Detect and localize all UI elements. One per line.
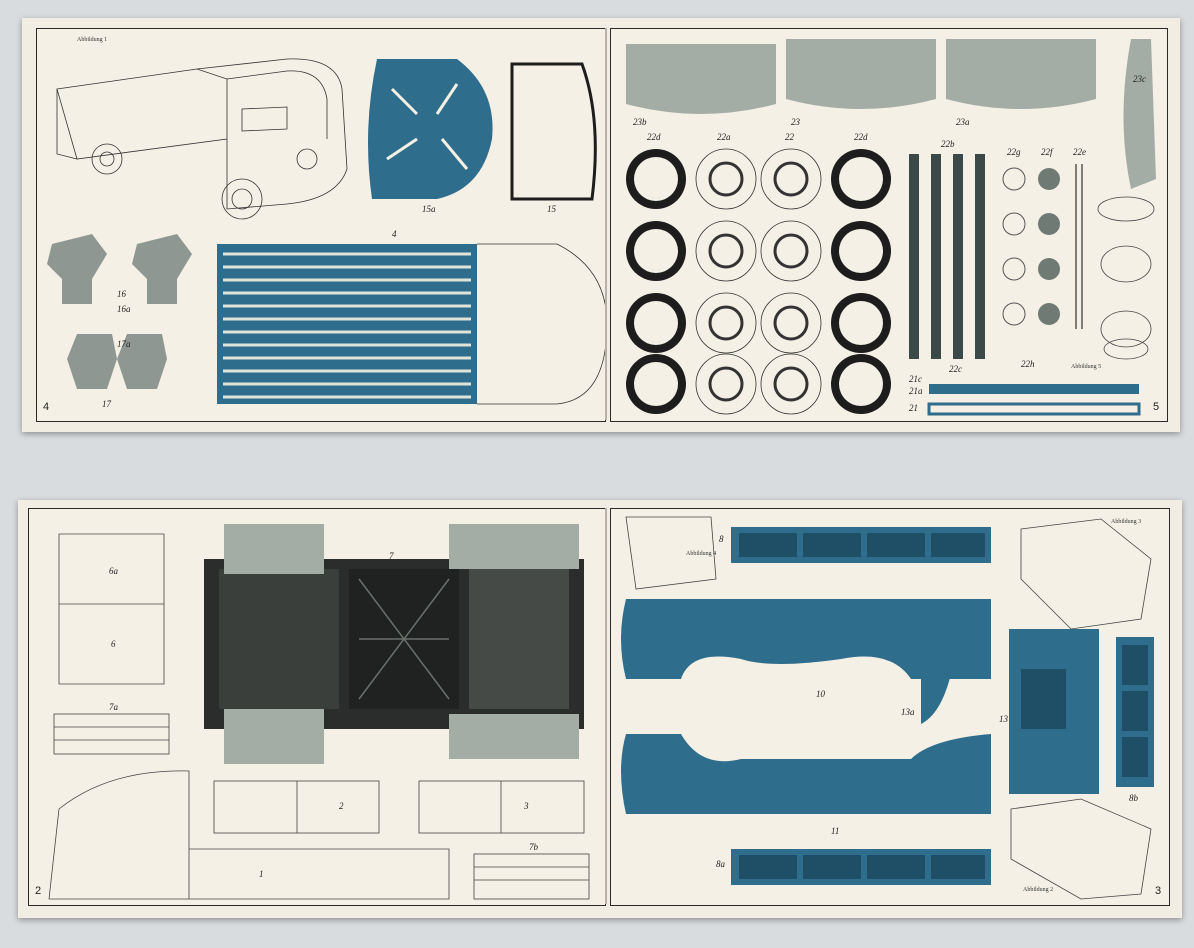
label-13a: 13a (901, 707, 915, 717)
page-number: 2 (35, 885, 42, 897)
part-22c-rods (1075, 164, 1083, 329)
part-16-seats (47, 234, 192, 389)
label-6: 6 (111, 639, 116, 649)
label-22c: 22c (949, 364, 962, 374)
label-22f: 22f (1041, 147, 1053, 157)
label-23b: 23b (633, 117, 647, 127)
label-6a: 6a (109, 566, 118, 576)
part-6-outline (58, 533, 165, 685)
hubcaps (695, 148, 822, 415)
part-7a-outline (53, 713, 170, 755)
figure-caption: Abbildung 1 (77, 37, 108, 43)
label-8a: 8a (716, 859, 725, 869)
page-4: Abbildung 1 15a 15 4 16 16a 17a 17 4 (36, 28, 606, 422)
label-16a: 16a (117, 304, 131, 314)
part-22b-strips (909, 154, 985, 359)
page-2: 6a 6 7 7a 1 2 3 7b 2 (28, 508, 606, 906)
label-22a: 22a (717, 132, 731, 142)
page-3: Abbildung 3 Abbildung 4 Abbildung 2 8 10… (610, 508, 1170, 906)
fender-flaps (224, 524, 579, 764)
part-21-strip (927, 402, 1141, 416)
figure-caption: Abbildung 5 (1071, 364, 1102, 370)
figure-3-sketch (1020, 518, 1152, 630)
label-21: 21 (909, 403, 918, 413)
page-4-artwork (47, 58, 605, 405)
label-16: 16 (117, 289, 126, 299)
label-15: 15 (547, 204, 556, 214)
label-11: 11 (831, 826, 840, 836)
page-2-artwork (48, 524, 590, 900)
spine (605, 28, 607, 420)
part-23c-shape (1123, 39, 1156, 189)
part-15a-shape (368, 59, 493, 199)
parts-1-2-3-outlines (48, 770, 590, 900)
label-1: 1 (259, 869, 264, 879)
label-7: 7 (389, 551, 394, 561)
figure-caption-top: Abbildung 3 (1111, 519, 1142, 525)
label-22e: 22e (1073, 147, 1086, 157)
figure-caption-bottom: Abbildung 2 (1023, 887, 1054, 893)
label-21c: 21c (909, 374, 922, 384)
label-23a: 23a (956, 117, 970, 127)
bottom-booklet-spread: 6a 6 7 7a 1 2 3 7b 2 (18, 500, 1182, 918)
tires-left-column (626, 149, 686, 414)
small-discs (1002, 167, 1060, 326)
pickup-truck-drawing (56, 58, 348, 220)
label-8: 8 (719, 534, 724, 544)
part-13a-shape (921, 669, 951, 724)
label-22d-right: 22d (854, 132, 868, 142)
figure-2-sketch (1010, 798, 1152, 900)
label-7a: 7a (109, 702, 118, 712)
part-23-shape (786, 39, 936, 109)
tires-right-column (831, 149, 891, 414)
label-22b: 22b (941, 139, 955, 149)
inset-drawing-figure-4 (625, 516, 717, 590)
label-4: 4 (392, 229, 397, 239)
label-22: 22 (785, 132, 794, 142)
top-booklet-spread: Abbildung 1 15a 15 4 16 16a 17a 17 4 (22, 18, 1180, 432)
label-17a: 17a (117, 339, 131, 349)
page-number: 5 (1153, 401, 1160, 413)
label-10: 10 (816, 689, 825, 699)
page-5: 23b 23 23a 23c 22d 22a 22 22d 22b 22g 22… (610, 28, 1168, 422)
part-4-bed-outline (477, 243, 605, 405)
label-21a: 21a (909, 386, 923, 396)
label-15a: 15a (422, 204, 436, 214)
label-22d-left: 22d (647, 132, 661, 142)
label-13: 13 (999, 714, 1008, 724)
part-21a-strip (929, 384, 1139, 394)
label-3: 3 (524, 801, 529, 811)
page-number: 4 (43, 401, 50, 413)
part-10-shape (621, 599, 991, 679)
label-17: 17 (102, 399, 111, 409)
part-23b-shape (626, 44, 776, 114)
label-8b: 8b (1129, 793, 1138, 803)
label-7b: 7b (529, 842, 538, 852)
spine (605, 508, 607, 904)
part-23a-shape (946, 39, 1096, 109)
label-2: 2 (339, 801, 344, 811)
label-22h: 22h (1021, 359, 1035, 369)
label-23: 23 (791, 117, 800, 127)
figure-caption-inset: Abbildung 4 (686, 551, 717, 557)
page-number: 3 (1155, 885, 1162, 897)
part-4-bed (217, 244, 477, 404)
label-23c: 23c (1133, 74, 1146, 84)
page-3-artwork (621, 516, 1154, 900)
page-5-artwork (626, 39, 1156, 416)
part-11-shape (621, 734, 991, 814)
part-22e-assembly (1097, 196, 1155, 360)
part-15-shape (510, 62, 597, 201)
label-22g: 22g (1007, 147, 1021, 157)
